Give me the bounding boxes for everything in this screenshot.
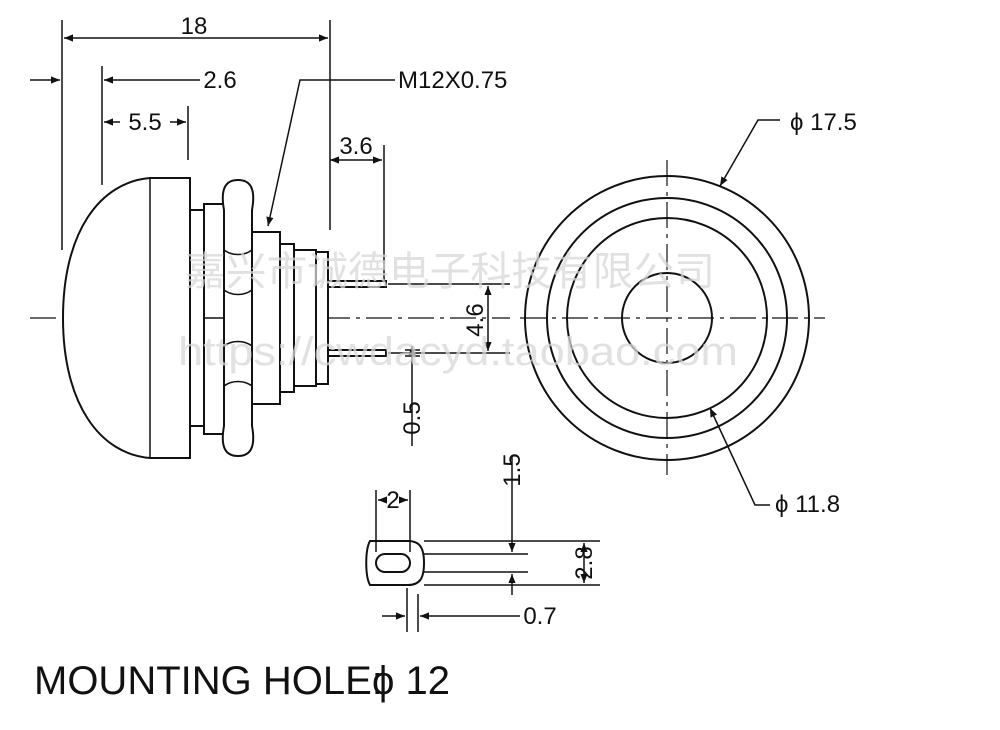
- nut-facets: [223, 249, 253, 387]
- side-view: [30, 177, 510, 459]
- watermark-company: 嘉兴市诚德电子科技有限公司: [185, 250, 715, 294]
- second-ring: [546, 197, 788, 439]
- outer-ring: [524, 175, 810, 461]
- dim-cap-offset: 2.6: [203, 67, 236, 94]
- inner-dia-leader: [709, 407, 770, 506]
- dim-slot-gap: 0.7: [523, 603, 556, 630]
- dim-overall-length: 18: [181, 13, 208, 40]
- terminal-top: [327, 280, 387, 288]
- button-face: [621, 272, 713, 364]
- dim-slot-width: 2: [386, 487, 399, 514]
- mounting-hole-value: ϕ 12: [372, 659, 450, 703]
- thread-leader: [266, 79, 395, 227]
- dim-slot-height: 1.5: [499, 453, 526, 486]
- slot-hole: [375, 553, 411, 573]
- mounting-hole-note: MOUNTING HOLE: ϕ 12: [34, 659, 450, 703]
- mounting-hole-label: MOUNTING HOLE:: [34, 659, 383, 703]
- slot-outline: [365, 540, 426, 586]
- inner-ring: [566, 217, 768, 419]
- dim-outer-diameter: ϕ 17.5: [790, 109, 857, 136]
- dim-terminal-length: 3.6: [339, 133, 372, 160]
- flange: [189, 209, 205, 427]
- dome-cap: [61, 177, 191, 459]
- thread-body: [203, 203, 225, 435]
- dim-thread: M12X0.75: [398, 67, 507, 94]
- dim-slot-hole-height: 2.8: [571, 546, 598, 579]
- outer-dia-leader: [719, 119, 780, 187]
- slot-detail: 2 1.5 2.8 0.7: [365, 453, 600, 632]
- dim-inner-diameter: ϕ 11.8: [775, 491, 840, 518]
- dim-pin-thickness: 0.5: [399, 401, 426, 434]
- side-dimensions: 18 2.6 5.5 M12X0.75 3.6 4.6 0.5: [30, 13, 510, 446]
- front-view: ϕ 17.5 ϕ 11.8: [520, 109, 857, 518]
- washer: [251, 231, 281, 405]
- terminal-base: [315, 251, 329, 385]
- dim-cap-length: 5.5: [128, 109, 161, 136]
- dim-pin-spacing: 4.6: [462, 303, 489, 336]
- terminal-bottom: [327, 349, 387, 357]
- hex-nut: [221, 178, 255, 458]
- watermark-url: https://cwdacyd.taobao.com: [178, 330, 738, 374]
- watermark: 嘉兴市诚德电子科技有限公司 https://cwdacyd.taobao.com: [178, 250, 738, 374]
